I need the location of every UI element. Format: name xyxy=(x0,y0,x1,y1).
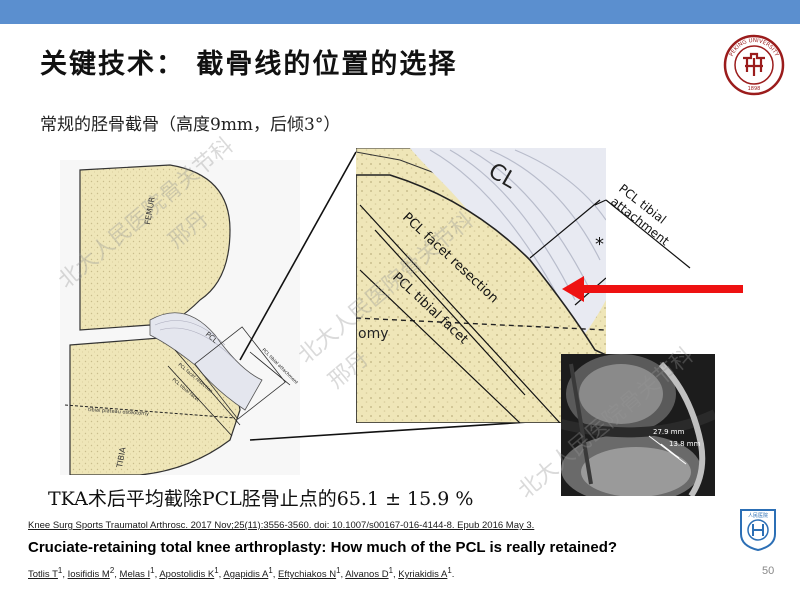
asterisk-mark: * xyxy=(595,234,604,255)
page-number: 50 xyxy=(762,565,775,577)
subtitle: 常规的胫骨截骨（高度9mm，后倾3°） xyxy=(40,115,341,135)
author-link[interactable]: Iosifidis M xyxy=(67,569,110,581)
tibia-label: TIBIA xyxy=(115,446,128,469)
top-bar xyxy=(0,0,800,24)
mri-measure-2: 13.8 mm xyxy=(669,440,701,448)
author-link[interactable]: Melas I xyxy=(119,569,151,581)
osteotomy-label-zoom: omy xyxy=(358,326,389,342)
slide-title: 关键技术： 截骨线的位置的选择 xyxy=(40,49,458,80)
tibia-zoom xyxy=(356,174,606,423)
hospital-logo: 人民医院 xyxy=(740,509,776,552)
overview-diagram: FEMUR TIBIA PCL PCL facet resection PCL … xyxy=(60,160,300,475)
red-arrow xyxy=(562,276,743,302)
author-link[interactable]: Alvanos D xyxy=(345,569,389,581)
author-link[interactable]: Agapidis A xyxy=(223,569,269,581)
paper-title: Cruciate-retaining total knee arthroplas… xyxy=(28,539,618,556)
hospital-logo-text: 人民医院 xyxy=(748,512,768,519)
result-text: TKA术后平均截除PCL胫骨止点的65.1 ± 15.9 % xyxy=(48,488,474,510)
author-link[interactable]: Totlis T xyxy=(28,569,58,581)
author-list: Totlis T1, Iosifidis M2, Melas I1, Apost… xyxy=(28,566,455,581)
author-link[interactable]: Eftychiakos N xyxy=(278,569,337,581)
mri-measure-1: 27.9 mm xyxy=(653,428,685,436)
author-link[interactable]: Kyriakidis A xyxy=(398,569,448,581)
journal-citation[interactable]: Knee Surg Sports Traumatol Arthrosc. 201… xyxy=(28,520,535,531)
osteotomy-label-small: tibial plateau osteotomy xyxy=(88,407,149,417)
author-link[interactable]: Apostolidis K xyxy=(159,569,215,581)
pcl-ligament-small xyxy=(149,312,263,411)
mri-image: 27.9 mm 13.8 mm xyxy=(561,354,715,496)
pku-logo: PEKING UNIVERSITY 1898 xyxy=(723,34,785,96)
pku-logo-year: 1898 xyxy=(748,86,761,92)
